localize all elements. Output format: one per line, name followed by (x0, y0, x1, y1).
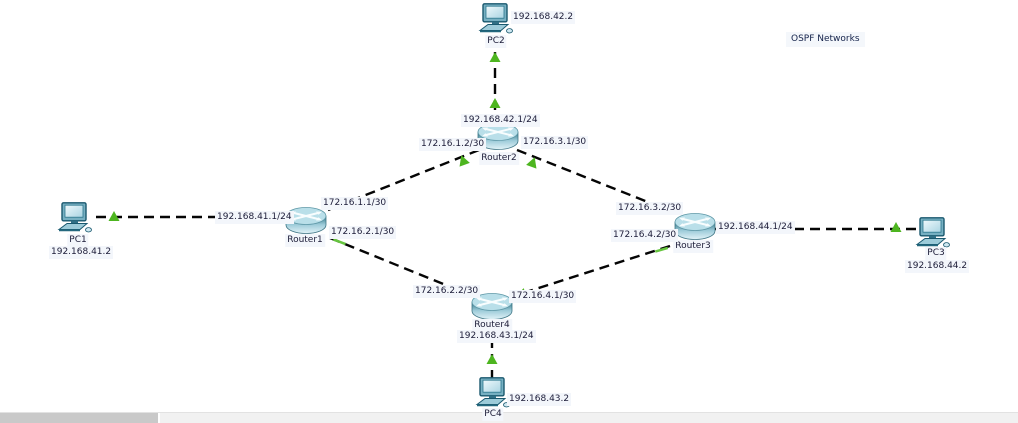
router-icon (477, 123, 519, 150)
device-pc2[interactable] (478, 3, 514, 38)
interface-label-router1-to-router2: 172.16.1.1/30 (321, 197, 389, 210)
device-name-router1: Router1 (285, 234, 325, 247)
pc-icon (57, 202, 92, 233)
interface-label-router1-lan: 192.168.41.1/24 (215, 211, 294, 224)
link-status-dash (654, 246, 669, 253)
interface-label-router3-to-router4: 172.16.4.2/30 (611, 229, 679, 242)
device-name-pc1: PC1 (67, 234, 89, 247)
device-name-router4: Router4 (472, 319, 512, 332)
interface-label-router2-lan: 192.168.42.1/24 (461, 114, 540, 127)
link-router1-router4[interactable] (329, 236, 469, 296)
horizontal-scrollbar[interactable] (0, 412, 1018, 423)
host-ip-label-pc3: 192.168.44.2 (905, 260, 970, 273)
device-name-router3: Router3 (673, 240, 713, 253)
host-ip-label-pc2: 192.168.42.2 (511, 11, 576, 24)
device-router3[interactable] (673, 212, 717, 246)
interface-label-router2-to-router3: 172.16.3.1/30 (521, 136, 589, 149)
interface-label-router3-to-router2: 172.16.3.2/30 (616, 202, 684, 215)
device-router1[interactable] (284, 206, 328, 240)
interface-label-router4-to-router3: 172.16.4.1/30 (509, 290, 577, 303)
pc-icon (475, 377, 510, 408)
interface-label-router4-to-router1: 172.16.2.2/30 (413, 285, 481, 298)
link-status-arrow (526, 157, 537, 169)
device-name-router2: Router2 (479, 152, 519, 165)
router-icon (674, 213, 716, 240)
link-status-arrow (108, 211, 120, 221)
host-ip-label-pc1: 192.168.41.2 (49, 246, 114, 259)
link-status-arrow (486, 354, 498, 364)
device-name-pc4: PC4 (482, 408, 504, 421)
device-pc3[interactable] (915, 217, 951, 252)
device-pc1[interactable] (57, 202, 93, 237)
interface-label-router2-to-router1: 172.16.1.2/30 (419, 138, 487, 151)
device-pc4[interactable] (475, 377, 511, 412)
link-status-arrow (489, 98, 501, 108)
pc-icon (478, 3, 513, 34)
router-icon (285, 207, 327, 234)
link-status-arrow (890, 222, 902, 232)
horizontal-scrollbar-thumb[interactable] (0, 413, 160, 423)
device-router2[interactable] (476, 122, 520, 156)
link-status-arrow (489, 52, 501, 62)
interface-label-router4-lan: 192.168.43.1/24 (457, 330, 536, 343)
link-router3-router4[interactable] (519, 244, 671, 296)
link-status-arrow (459, 155, 470, 167)
interface-label-router3-lan: 192.168.44.1/24 (716, 221, 795, 234)
link-status-dash (332, 238, 346, 246)
host-ip-label-pc4: 192.168.43.2 (507, 393, 572, 406)
device-name-pc2: PC2 (485, 35, 507, 48)
device-name-pc3: PC3 (925, 247, 947, 260)
note-ospf-networks: OSPF Networks (786, 32, 865, 47)
pc-icon (915, 217, 950, 248)
interface-label-router1-to-router4: 172.16.2.1/30 (329, 226, 397, 239)
